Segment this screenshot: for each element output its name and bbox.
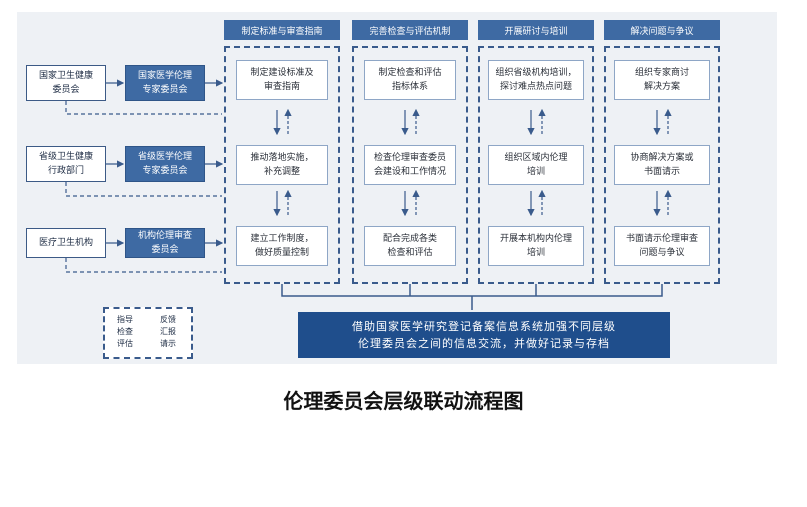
column-header-inspection: 完善检查与评估机制 — [352, 20, 468, 40]
task-box: 书面请示伦理审查 问题与争议 — [614, 226, 710, 266]
task-box: 组织区域内伦理 培训 — [488, 145, 584, 185]
column-header-training: 开展研讨与培训 — [478, 20, 594, 40]
task-box: 开展本机构内伦理 培训 — [488, 226, 584, 266]
task-box: 制定建设标准及 审查指南 — [236, 60, 328, 100]
committee-box-institution: 机构伦理审查 委员会 — [125, 228, 205, 258]
legend-box — [103, 307, 193, 359]
task-box: 建立工作制度， 做好质量控制 — [236, 226, 328, 266]
task-box: 推动落地实施， 补充调整 — [236, 145, 328, 185]
task-box: 制定检查和评估 指标体系 — [364, 60, 456, 100]
task-box: 组织专家商讨 解决方案 — [614, 60, 710, 100]
legend-up-label: 反馈 汇报 请示 — [160, 315, 176, 348]
committee-box-national: 国家医学伦理 专家委员会 — [125, 65, 205, 101]
org-box-provincial: 省级卫生健康 行政部门 — [26, 146, 106, 182]
column-header-standards: 制定标准与审查指南 — [224, 20, 340, 40]
org-box-national: 国家卫生健康 委员会 — [26, 65, 106, 101]
diagram-caption: 伦理委员会层级联动流程图 — [283, 389, 524, 413]
task-box: 协商解决方案或 书面请示 — [614, 145, 710, 185]
column-header-disputes: 解决问题与争议 — [604, 20, 720, 40]
task-box: 组织省级机构培训， 探讨难点热点问题 — [488, 60, 584, 100]
task-box: 检查伦理审查委员 会建设和工作情况 — [364, 145, 456, 185]
committee-box-provincial: 省级医学伦理 专家委员会 — [125, 146, 205, 182]
info-exchange-bar: 借助国家医学研究登记备案信息系统加强不同层级 伦理委员会之间的信息交流，并做好记… — [298, 312, 670, 358]
task-box: 配合完成各类 检查和评估 — [364, 226, 456, 266]
org-box-institution: 医疗卫生机构 — [26, 228, 106, 258]
legend-down-label: 指导 检查 评估 — [117, 315, 133, 348]
